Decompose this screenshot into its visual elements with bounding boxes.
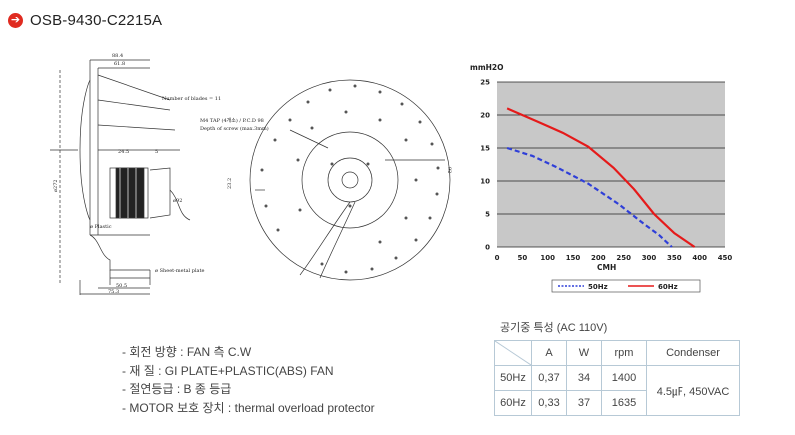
table-header-row: A W rpm Condenser bbox=[494, 340, 740, 366]
dim-label-92b: 92 bbox=[446, 167, 452, 173]
series-line-60hz bbox=[506, 107, 696, 248]
diagonal-line-icon bbox=[495, 341, 531, 365]
arrow-right-circle-icon: ➔ bbox=[8, 12, 23, 28]
legend-label-60hz: 60Hz bbox=[658, 283, 678, 291]
spec-rotation: - 회전 방향 : FAN 측 C.W bbox=[122, 345, 252, 359]
side-view-dimension-labels: 88.4 61.8 24.5 5 50.5 75.3 ø92 ø272 Numb… bbox=[53, 53, 221, 295]
dim-label-motor: 24.5 bbox=[118, 149, 129, 155]
performance-chart: mmH2O 0 5 10 15 20 25 0 50 100 150 200 250 300 350 40… bbox=[470, 63, 733, 293]
watt-cell: 34 bbox=[566, 365, 602, 391]
x-tick-label: 200 bbox=[591, 254, 606, 262]
performance-table: A W rpm Condenser 50Hz 0,37 34 1400 4.5㎌… bbox=[494, 340, 740, 416]
amp-cell: 0,33 bbox=[531, 390, 567, 416]
y-tick-label: 10 bbox=[480, 178, 490, 186]
spec-list: - 회전 방향 : FAN 측 C.W - 재 질 : GI PLATE+PLA… bbox=[122, 343, 375, 417]
x-tick-label: 50 bbox=[517, 254, 527, 262]
spec-material: - 재 질 : GI PLATE+PLASTIC(ABS) FAN bbox=[122, 363, 334, 378]
corner-cell bbox=[494, 340, 532, 366]
dim-label-width: 88.4 bbox=[112, 53, 123, 59]
dim-label-272: ø272 bbox=[53, 179, 59, 192]
freq-cell: 50Hz bbox=[494, 365, 532, 391]
dim-label-5: 5 bbox=[155, 149, 158, 155]
product-title-bar: ➔ OSB-9430-C2215A bbox=[8, 10, 162, 30]
x-tick-label: 150 bbox=[566, 254, 581, 262]
rpm-cell: 1635 bbox=[601, 390, 647, 416]
y-axis-label: mmH2O bbox=[470, 63, 504, 72]
col-header-rpm: rpm bbox=[601, 340, 647, 366]
sheet-metal-label: ø Sheet-metal plate bbox=[155, 268, 205, 274]
spec-protection: - MOTOR 보호 장치 : thermal overload protect… bbox=[122, 400, 375, 415]
front-view-holes bbox=[260, 84, 440, 274]
x-tick-label: 400 bbox=[692, 254, 707, 262]
x-tick-label: 250 bbox=[616, 254, 631, 262]
fan-technical-drawing: 88.4 61.8 24.5 5 50.5 75.3 ø92 ø272 Numb… bbox=[50, 53, 452, 295]
model-title: OSB-9430-C2215A bbox=[30, 11, 163, 29]
col-header-condenser: Condenser bbox=[646, 340, 740, 366]
dim-label-50: 50.5 bbox=[116, 283, 127, 289]
table-row: 60Hz 0,33 37 1635 bbox=[494, 390, 740, 416]
watt-cell: 37 bbox=[566, 390, 602, 416]
spec-insulation: - 절연등급 : B 종 등급 bbox=[122, 382, 232, 396]
grid-lines bbox=[497, 81, 725, 248]
front-view-drawing bbox=[249, 79, 451, 281]
freq-cell: 60Hz bbox=[494, 390, 532, 416]
x-tick-label: 350 bbox=[667, 254, 682, 262]
table-row: 50Hz 0,37 34 1400 4.5㎌, 450VAC bbox=[494, 365, 740, 416]
y-tick-label: 20 bbox=[480, 112, 490, 120]
series-lines bbox=[506, 107, 696, 248]
col-header-a: A bbox=[531, 340, 567, 366]
dim-label-92: ø92 bbox=[173, 198, 182, 204]
dim-label-inner: 61.8 bbox=[114, 61, 125, 67]
col-header-w: W bbox=[566, 340, 602, 366]
x-tick-label: 100 bbox=[540, 254, 555, 262]
dim-label-75: 75.3 bbox=[108, 289, 119, 295]
legend-box bbox=[551, 279, 701, 293]
dim-label-23: 23.2 bbox=[227, 178, 233, 189]
side-view-drawing bbox=[50, 59, 191, 295]
tap-label: M4 TAP (4개소) / P.C.D 98 bbox=[200, 117, 264, 124]
x-tick-label: 450 bbox=[718, 254, 733, 262]
rpm-cell: 1400 bbox=[601, 365, 647, 391]
plastic-label: ø Plastic bbox=[90, 224, 112, 230]
y-tick-label: 25 bbox=[480, 79, 490, 87]
x-tick-label: 300 bbox=[642, 254, 657, 262]
x-axis-label: CMH bbox=[597, 263, 616, 272]
y-tick-label: 0 bbox=[485, 244, 490, 252]
x-tick-label: 0 bbox=[495, 254, 500, 262]
front-view-labels: M4 TAP (4개소) / P.C.D 98 Depth of screw (… bbox=[200, 117, 452, 189]
y-tick-label: 15 bbox=[480, 145, 490, 153]
screw-depth-label: Depth of screw (max.3mm) bbox=[200, 125, 269, 132]
table-caption: 공기중 특성 (AC 110V) bbox=[500, 322, 608, 334]
blades-label: Number of blades = 11 bbox=[162, 96, 221, 102]
amp-cell: 0,37 bbox=[531, 365, 567, 391]
y-tick-labels: 0 5 10 15 20 25 bbox=[480, 79, 490, 252]
y-tick-label: 5 bbox=[485, 211, 490, 219]
series-line-50hz bbox=[506, 146, 673, 248]
condenser-cell: 4.5㎌, 450VAC bbox=[646, 365, 740, 416]
legend-label-50hz: 50Hz bbox=[588, 283, 608, 291]
chart-legend: 50Hz 60Hz bbox=[551, 279, 701, 293]
x-tick-labels: 0 50 100 150 200 250 300 350 400 450 bbox=[495, 254, 733, 262]
